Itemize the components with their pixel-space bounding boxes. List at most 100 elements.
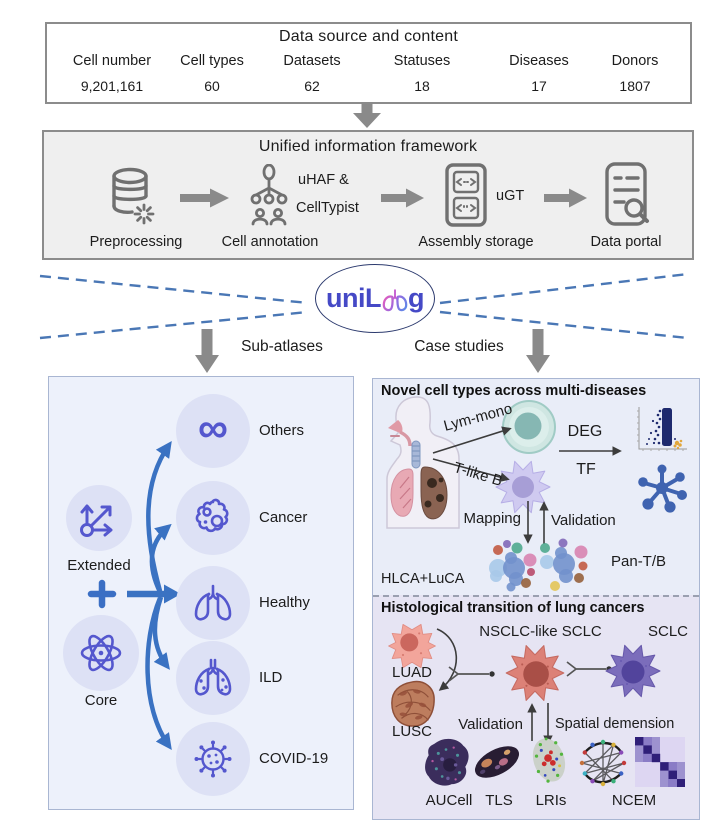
stat-cell-types: Cell types 60 [157,53,267,94]
spatial-thumbnail-lris [532,737,566,783]
dashed-connector-lines [39,272,689,340]
stat-label: Statuses [393,53,451,69]
network-icon [638,464,687,513]
stat-donors: Donors 1807 [580,53,690,94]
core-circle [63,615,139,691]
target-label-ild: ILD [259,669,283,686]
ild-circle [176,641,250,715]
lusc-cell [391,680,435,727]
hierarchy-tree-icon [250,164,288,226]
target-label-healthy: Healthy [259,594,310,611]
healthy-circle [176,566,250,640]
tissue-thumbnail-tls [474,746,520,778]
cancer-cell-icon [195,498,229,533]
case-histology-title: Histological transition of lung cancers [381,600,645,616]
stat-cell-number: Cell number 9,201,161 [57,53,167,94]
luad-label: LUAD [391,664,432,681]
logo-text-after: g [407,283,425,313]
nsclc-label: NSCLC-like SCLC [479,623,602,640]
database-icon [112,167,155,225]
method-label-tls: TLS [485,792,513,809]
mapping-label: Mapping [463,510,521,527]
spatial-dimension-label: Spatial demension [555,716,675,732]
right-arrow-icon [180,188,229,208]
lungs-logo-icon [382,288,408,311]
stat-label: Cell number [72,53,152,69]
hlca-luca-label: HLCA+LuCA [381,571,465,587]
stat-value: 9,201,161 [80,78,144,94]
stat-statuses: Statuses 18 [367,53,477,94]
ugt-annotation: uGT [496,188,525,204]
stat-value: 62 [304,78,320,94]
right-arrow-icon [381,188,424,208]
stat-value: 1807 [619,78,651,94]
tissue-thumbnail-aucell [425,738,469,786]
lusc-label: LUSC [391,723,432,740]
down-arrow-icon [195,329,219,373]
validation-label-2: Validation [458,716,523,733]
case-arrows-overlay [432,426,622,745]
method-label-ncem: NCEM [611,792,657,809]
target-label-others: Others [259,422,305,439]
others-circle: ∞ [176,394,250,468]
framework-step-label: Data portal [590,234,662,250]
validation-label: Validation [551,512,616,529]
stat-label: Datasets [283,53,341,69]
plus-icon [87,579,117,609]
sub-atlases-panel: Extended Core ∞ Others [48,376,354,810]
stat-value: 18 [414,78,430,94]
logo-text-before: uniL [326,283,381,313]
framework-step-label: Assembly storage [418,234,534,250]
storage-server-icon [445,163,487,227]
volcano-plot-thumbnail [637,407,687,451]
case-studies-label: Case studies [414,338,504,355]
extended-circle [66,485,132,551]
stat-value: 60 [204,78,220,94]
umap-thumbnail [540,538,588,591]
stat-datasets: Datasets 62 [257,53,367,94]
down-arrow-icon [526,329,550,373]
method-label-lris: LRIs [535,792,567,809]
sub-atlases-label: Sub-atlases [241,338,323,355]
stat-label: Diseases [509,53,569,69]
scatter-axes-icon [80,504,113,537]
framework-box: Unified information framework Preprocess… [42,130,694,260]
down-arrow-icon [353,102,381,128]
umap-thumbnail [489,540,537,592]
right-arrow-icon [544,188,587,208]
pan-tb-label: Pan-T/B [611,553,667,570]
lungs-dots-icon [194,658,232,696]
method-label-aucell: AUCell [425,792,473,809]
nsclc-cell [505,645,565,701]
stat-label: Cell types [180,53,244,69]
infinity-icon: ∞ [198,404,228,451]
covid-circle [176,722,250,796]
branch-glyph [448,661,606,682]
framework-step-label: Preprocessing [89,234,183,250]
atom-icon [80,634,122,672]
unilung-logo: uniL g [315,264,435,333]
human-lungs-illustration [386,396,460,529]
chord-network-thumbnail [579,739,627,787]
extended-label: Extended [67,557,131,574]
framework-title: Unified information framework [258,138,478,155]
stat-value: 17 [531,78,547,94]
cancer-circle [176,481,250,555]
sclc-label: SCLC [647,623,688,640]
fan-arrows [87,441,181,750]
luad-cell [388,623,436,669]
deg-label: DEG [567,423,603,440]
target-label-cancer: Cancer [259,509,308,526]
document-search-icon [605,162,649,226]
lungs-icon [194,584,232,621]
data-source-box: Data source and content Cell number 9,20… [45,22,692,104]
tf-label: TF [576,461,596,478]
heatmap-thumbnail [635,737,685,787]
uhaf-annotation-line2: CellTypist [296,200,359,216]
data-source-title: Data source and content [279,28,458,45]
stat-label: Donors [611,53,659,69]
cell-round-icon [502,400,556,454]
uhaf-annotation-line1: uHAF & [298,172,349,188]
sclc-cell [605,644,661,698]
